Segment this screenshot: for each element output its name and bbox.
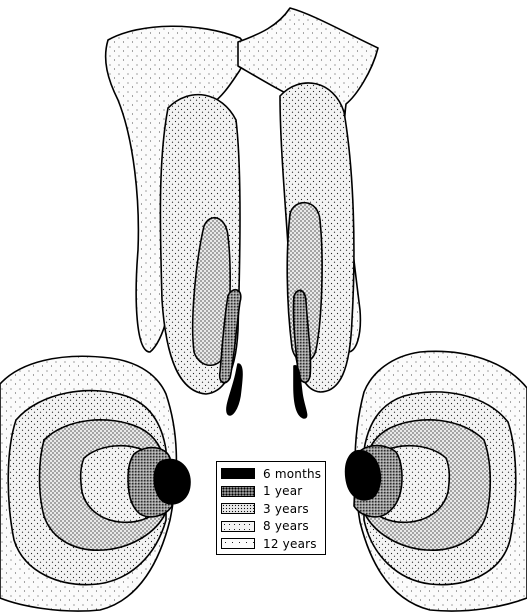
swatch-6-months bbox=[221, 468, 255, 479]
legend-label: 3 years bbox=[263, 502, 309, 516]
left-occipital-6m bbox=[154, 459, 190, 503]
legend-row-8-years: 8 years bbox=[221, 518, 325, 536]
legend-row-3-years: 3 years bbox=[221, 500, 325, 518]
legend-label: 6 months bbox=[263, 467, 321, 481]
legend-label: 8 years bbox=[263, 519, 309, 533]
legend-row-6-months: 6 months bbox=[221, 465, 325, 483]
legend-label: 12 years bbox=[263, 537, 317, 551]
swatch-3-years bbox=[221, 503, 255, 514]
swatch-1-year bbox=[221, 486, 255, 497]
legend: 6 months 1 year 3 years 8 years 12 years bbox=[216, 461, 326, 555]
swatch-12-years bbox=[221, 538, 255, 549]
swatch-8-years bbox=[221, 521, 255, 532]
legend-row-12-years: 12 years bbox=[221, 535, 325, 553]
legend-row-1-year: 1 year bbox=[221, 483, 325, 501]
legend-label: 1 year bbox=[263, 484, 302, 498]
